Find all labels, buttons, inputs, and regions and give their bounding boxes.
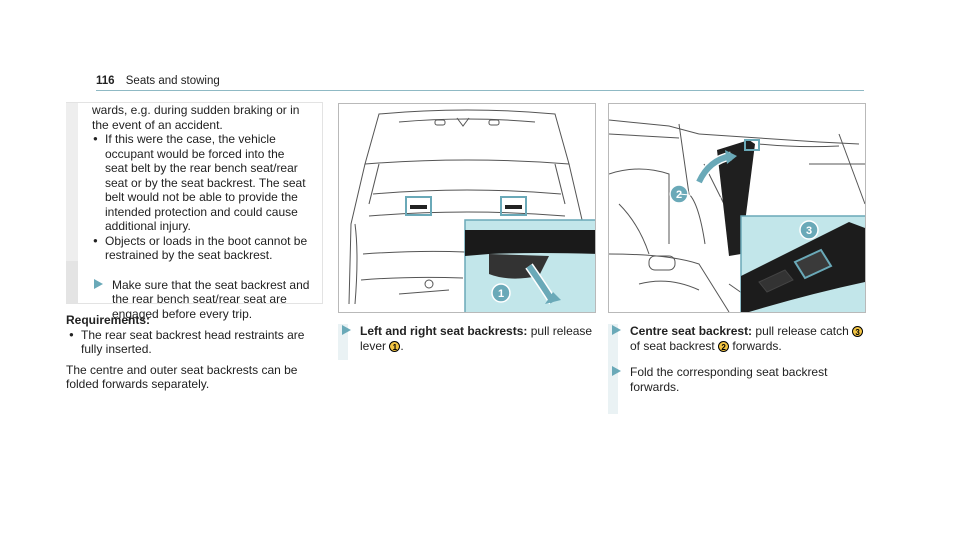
- requirements-section: Requirements: The rear seat backrest hea…: [66, 313, 322, 392]
- figure-boot-release-levers: 1: [338, 103, 596, 313]
- middle-instructions: Left and right seat backrests: pull rele…: [338, 324, 594, 360]
- warning-lead: wards, e.g. during sudden braking or in …: [92, 103, 300, 132]
- step-strip: [338, 324, 348, 360]
- left-right-backrest-step: Left and right seat backrests: pull rele…: [338, 324, 594, 353]
- lever-callout: 1: [389, 340, 401, 352]
- backrest-callout: 2: [718, 340, 730, 352]
- section-title: Seats and stowing: [125, 75, 220, 87]
- figure-centre-backrest-catch: 2 3: [608, 103, 866, 313]
- warning-step-text: Make sure that the seat backrest and the…: [112, 277, 310, 321]
- step-arrow-icon: [612, 325, 621, 335]
- warning-bullet: If this were the case, the vehicle occup…: [90, 132, 310, 234]
- requirements-note: The centre and outer seat backrests can …: [66, 362, 298, 392]
- catch-callout: 3: [852, 326, 864, 338]
- interior-illustration: 2 3: [609, 119, 865, 312]
- warning-step-strip: [66, 261, 78, 303]
- boot-illustration: 1: [348, 109, 595, 312]
- centre-backrest-step: Centre seat backrest: pull release catch…: [608, 324, 864, 353]
- step-arrow-icon: [612, 366, 621, 376]
- step-arrow-icon: [342, 325, 351, 335]
- header-rule: [96, 90, 864, 91]
- figure-callout: 1: [498, 288, 504, 300]
- figure-callout: 3: [806, 225, 812, 237]
- page-number: 116: [96, 75, 115, 87]
- warning-box: wards, e.g. during sudden braking or in …: [66, 102, 323, 321]
- right-instructions: Centre seat backrest: pull release catch…: [608, 324, 864, 414]
- figure-callout: 2: [676, 189, 682, 201]
- warning-bullet: Objects or loads in the boot cannot be r…: [90, 234, 310, 263]
- warning-strip: [66, 103, 78, 303]
- step-arrow-icon: [94, 278, 103, 289]
- requirements-heading: Requirements:: [66, 313, 151, 327]
- page-header: 116 Seats and stowing: [96, 74, 220, 89]
- warning-step: Make sure that the seat backrest and the…: [90, 278, 310, 322]
- requirements-item: The rear seat backrest head restraints a…: [66, 328, 322, 357]
- fold-backrest-step: Fold the corresponding seat backrest for…: [608, 365, 864, 394]
